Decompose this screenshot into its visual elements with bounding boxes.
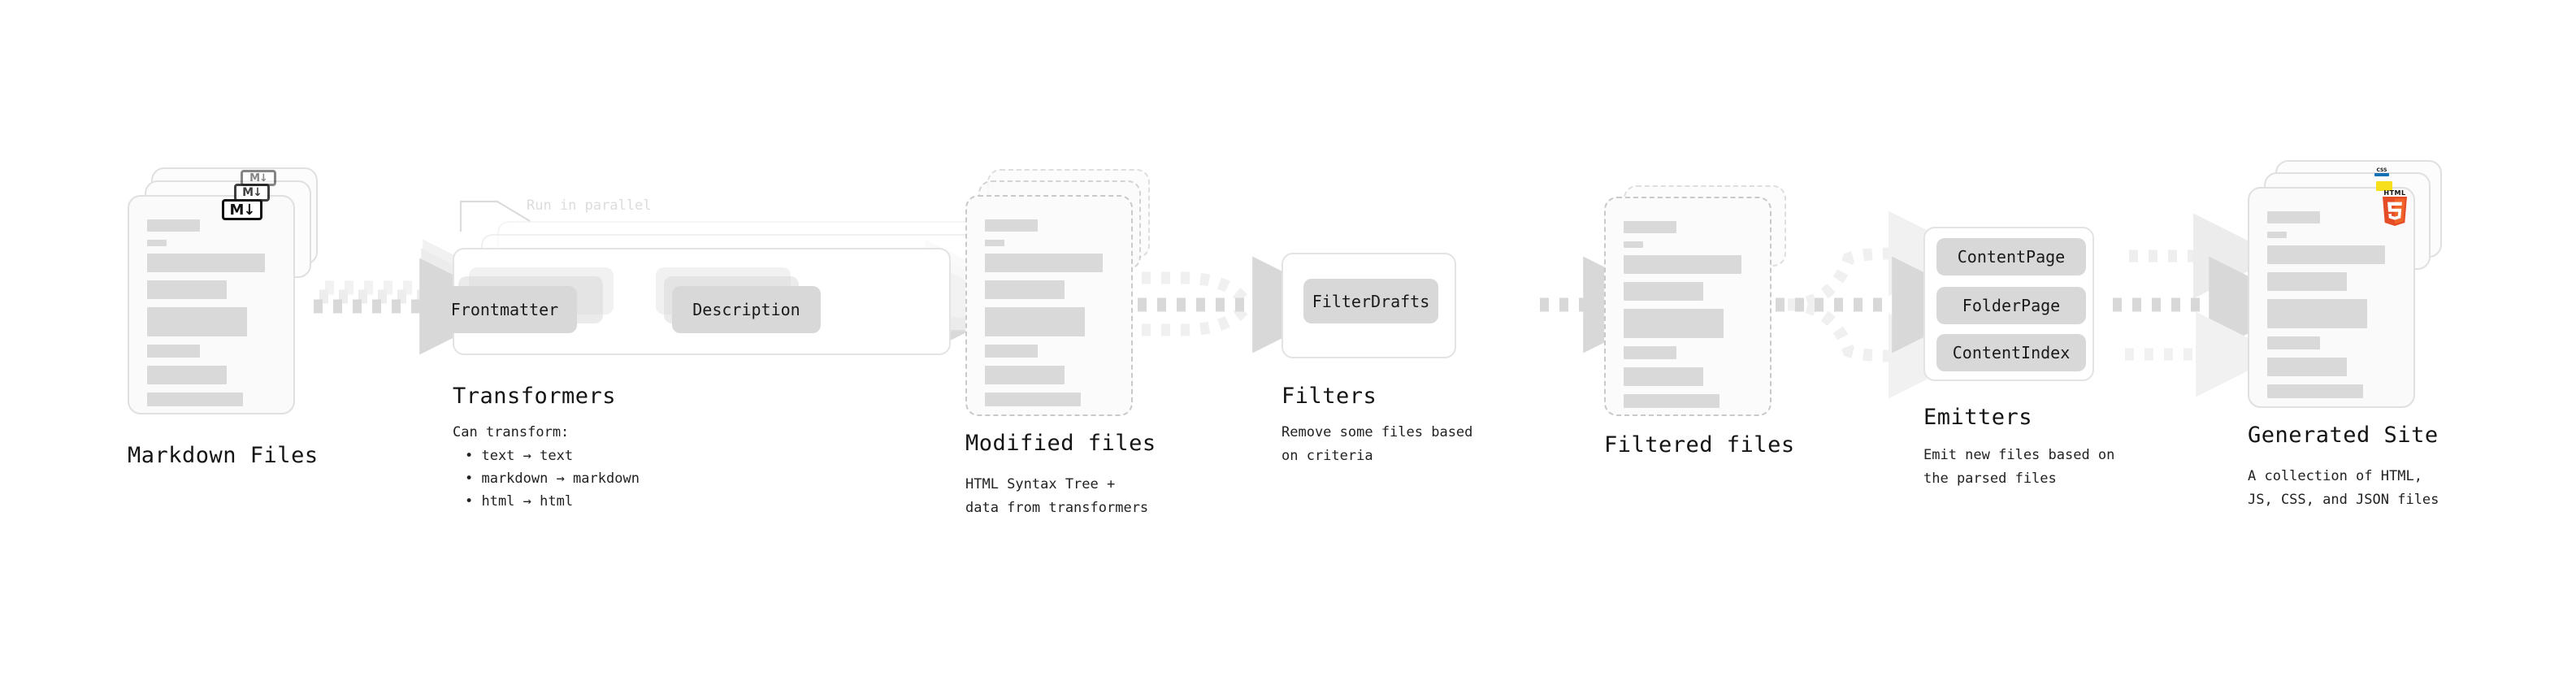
chip-contentindex[interactable]: ContentIndex [1936,334,2086,371]
generated-site-subtitle: A collection of HTML, JS, CSS, and JSON … [2248,468,2439,508]
chip-description[interactable]: Description [672,286,821,333]
filters-subtitle: Remove some files based on criteria [1281,424,1473,464]
filters-card: FilterDrafts [1281,253,1456,358]
chip-contentpage[interactable]: ContentPage [1936,238,2086,275]
markdown-doc-front [128,195,295,414]
modified-doc-front [965,195,1133,416]
filters-title: Filters [1281,384,1377,409]
js-badge-icon [2376,181,2392,191]
css-badge-icon: CSS [2374,167,2389,176]
site-doc-front [2248,187,2415,408]
arrow-emitters-to-site [2113,213,2306,397]
arrow-markdown-to-transformers [314,239,520,355]
transformers-bullet-0: • text → text [465,448,574,464]
filtered-doc-front [1604,197,1772,416]
chip-filterdrafts[interactable]: FilterDrafts [1303,279,1438,323]
html5-badge-icon: HTML [2381,189,2409,228]
chip-frontmatter[interactable]: Frontmatter [432,286,577,333]
transformers-bullet-2: • html → html [465,493,574,510]
chip-folderpage[interactable]: FolderPage [1936,287,2086,324]
transformers-subtitle: Can transform: [453,424,570,440]
arrow-modified-to-filters [1138,256,1350,354]
transformer-card-front: Frontmatter Description [432,248,951,355]
arrow-filtered-to-emitters [1776,210,1989,399]
parallel-bracket [459,200,531,232]
emitters-card: ContentPage FolderPage ContentIndex [1923,227,2094,381]
run-in-parallel-label: Run in parallel [527,197,652,214]
transformers-title: Transformers [453,384,617,409]
emitters-title: Emitters [1923,405,2033,430]
generated-site-title: Generated Site [2248,423,2439,448]
transformers-bullet-1: • markdown → markdown [465,471,640,487]
markdown-badge: M↓ [222,199,262,220]
modified-files-title: Modified files [965,431,1156,456]
emitters-subtitle: Emit new files based on the parsed files [1923,447,2115,487]
markdown-files-title: Markdown Files [128,443,319,468]
filtered-files-title: Filtered files [1604,432,1795,458]
modified-files-subtitle: HTML Syntax Tree + data from transformer… [965,476,1149,516]
